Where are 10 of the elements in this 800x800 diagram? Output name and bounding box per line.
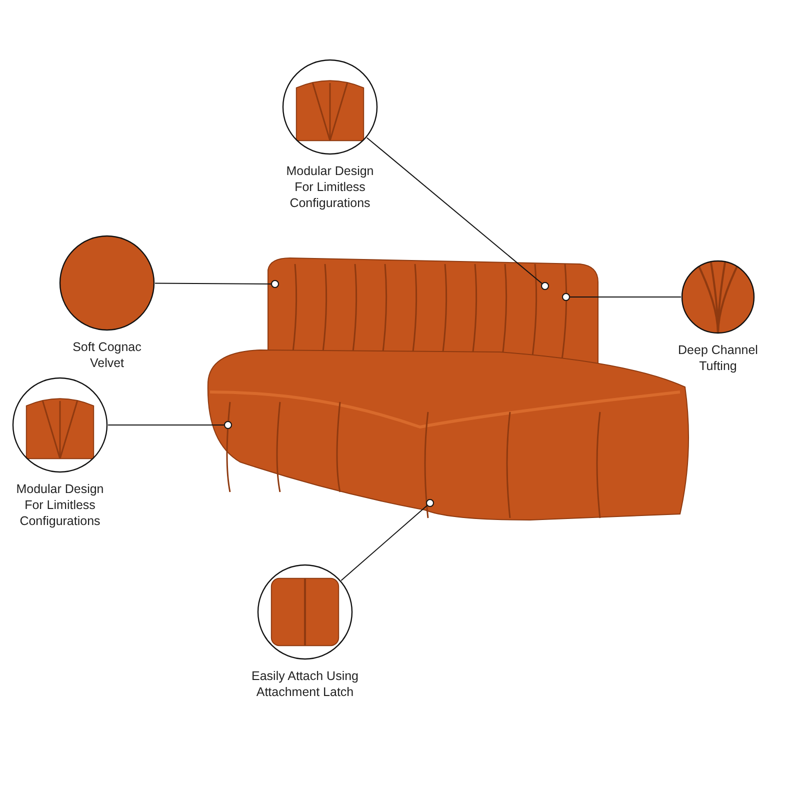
- leader-line: [340, 499, 434, 581]
- leader-line: [108, 421, 232, 429]
- leader-line: [366, 137, 549, 290]
- callout-text: Modular Design For Limitless Configurations: [285, 163, 375, 211]
- callout-text: Deep Channel Tufting: [677, 342, 759, 374]
- callout-text: Easily Attach Using Attachment Latch: [250, 668, 360, 700]
- callout-text: Modular Design For Limitless Configurations: [15, 481, 105, 529]
- leader-line: [154, 280, 279, 288]
- leader-line: [562, 293, 682, 301]
- callout-text: Soft Cognac Velvet: [72, 339, 142, 371]
